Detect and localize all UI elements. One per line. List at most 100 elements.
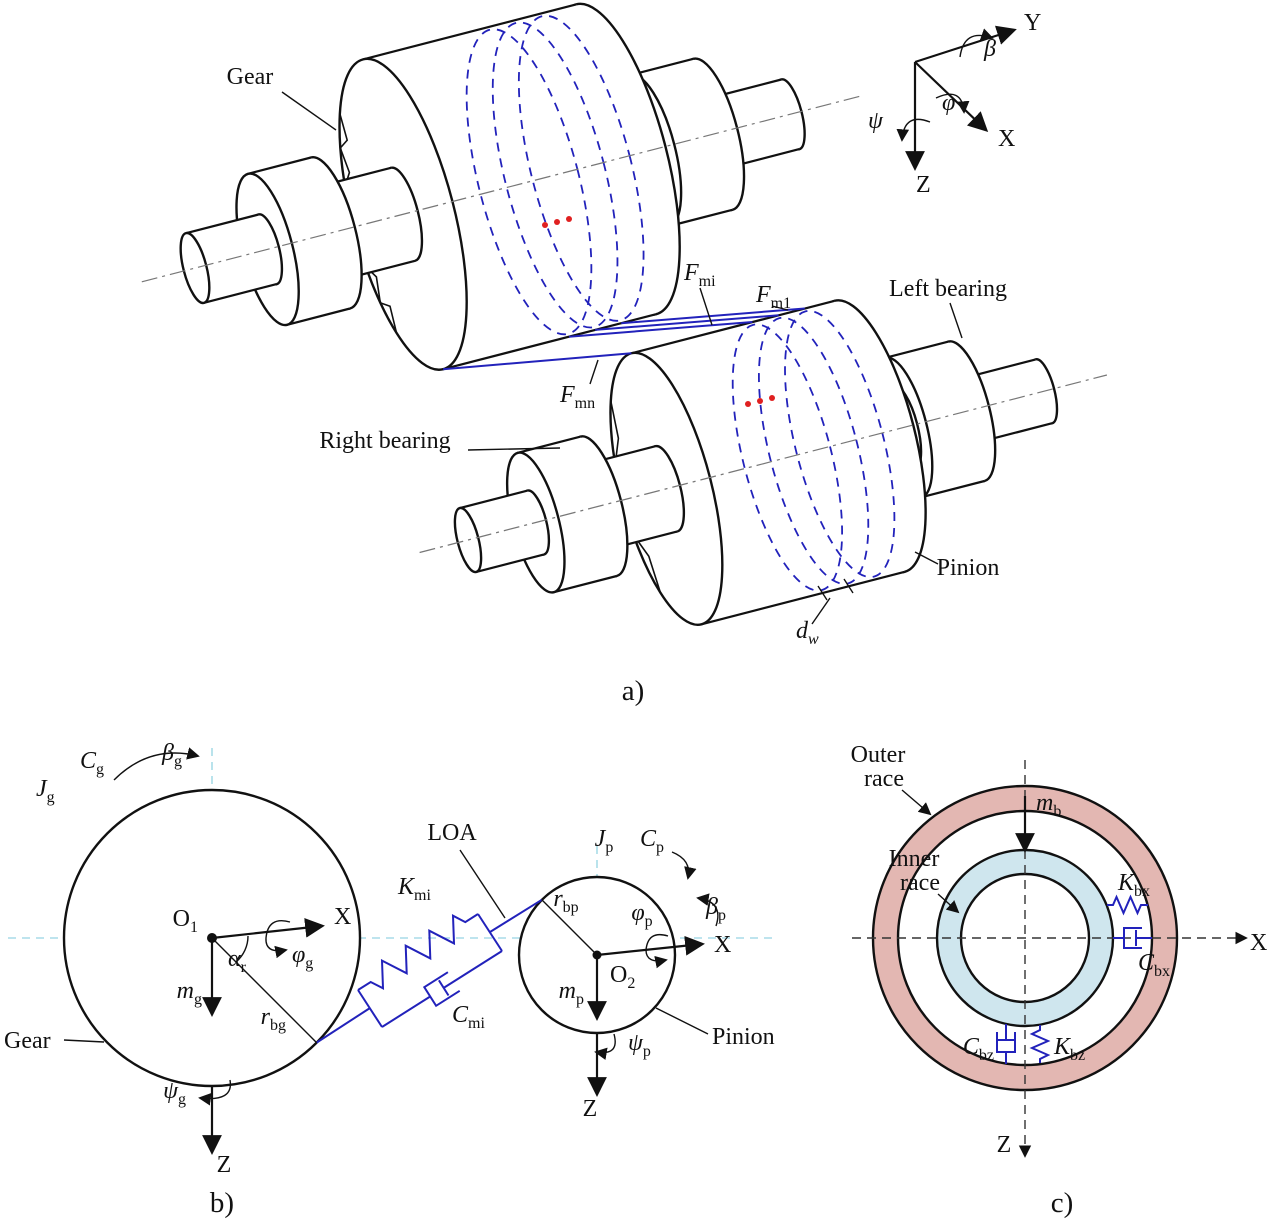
bearing-x-label: X — [1250, 930, 1267, 956]
k-bx-spring — [1107, 894, 1148, 916]
right-bearing-leader — [467, 447, 561, 451]
dw-label: dw — [796, 618, 819, 648]
o1-label: O1 — [173, 906, 198, 936]
z-axis-label: Z — [916, 172, 931, 198]
mesh-force-lines — [443, 307, 805, 371]
phi-g-label: φg — [292, 942, 313, 972]
panel-c: X Z mb Kbx Cbx Cbz Kbz Outer race In — [851, 742, 1268, 1219]
panel-b: LOA Kmi Cmi Jg Cg βg O1 X φg αr mg rbg ψ… — [4, 740, 775, 1219]
beta-p-rotation-arrow — [696, 893, 719, 927]
x-axis-label: X — [998, 126, 1015, 152]
r-bg-line — [211, 937, 318, 1044]
right-bearing-label: Right bearing — [319, 428, 450, 454]
pinion-x-label: X — [714, 932, 731, 958]
mesh-spring — [357, 913, 479, 991]
left-bearing-label: Left bearing — [889, 276, 1007, 302]
gear-x-label: X — [334, 904, 351, 930]
psi-p-label: ψp — [628, 1030, 651, 1060]
pinion-b-leader — [655, 1007, 709, 1035]
beta-rotation-arrow — [959, 28, 994, 58]
f-mi-leader — [699, 287, 713, 326]
f-m1-leader — [771, 305, 789, 311]
phi-p-label: φp — [631, 900, 652, 930]
pinion-x-axis — [596, 935, 705, 957]
gear-shaft-assembly — [141, 2, 864, 371]
phi-p-rotation-arrow — [645, 933, 669, 969]
psi-label: ψ — [868, 108, 884, 134]
k-bx-label: Kbx — [1117, 870, 1150, 900]
c-bx-damper — [1113, 927, 1152, 949]
r-bp-label: rbp — [553, 886, 578, 916]
c-bz-damper — [996, 1024, 1016, 1064]
inner-race-label-line2: race — [900, 870, 940, 896]
phi-g-rotation-arrow — [265, 920, 291, 959]
c-bz-label: Cbz — [963, 1034, 994, 1064]
psi-p-rotation-arrow — [594, 1033, 616, 1060]
pinion-label-leader — [914, 551, 939, 565]
left-bearing-leader — [949, 302, 963, 339]
y-axis-label: Y — [1024, 10, 1041, 36]
r-bg-label: rbg — [261, 1004, 286, 1034]
gear-z-label: Z — [217, 1152, 232, 1178]
m-g-label: mg — [177, 978, 202, 1008]
y-axis-arrow — [914, 25, 1017, 64]
c-p-label: Cp — [640, 826, 664, 856]
beta-p-label: βp — [705, 894, 726, 924]
gear-label-leader — [281, 91, 337, 131]
psi-g-rotation-arrow — [198, 1079, 232, 1106]
pinion-shaft-assembly — [419, 299, 1108, 627]
j-g-label: Jg — [36, 776, 55, 806]
phi-label: φ — [942, 90, 955, 116]
r-bp-line — [541, 899, 598, 956]
loa-leader — [459, 849, 506, 919]
f-m1-label: Fm1 — [755, 282, 791, 312]
psi-g-label: ψg — [163, 1078, 186, 1108]
outer-race-label-line1: Outer — [851, 742, 906, 768]
f-mn-leader — [589, 359, 599, 385]
pinion-z-label: Z — [583, 1096, 598, 1122]
dw-ticks — [811, 578, 854, 625]
inner-race-leader — [937, 893, 960, 914]
beta-g-rotation-arrow — [113, 747, 200, 781]
o2-label: O2 — [610, 962, 635, 992]
x-axis-arrow — [914, 61, 989, 133]
c-g-label: Cg — [80, 748, 104, 778]
phi-rotation-arrow — [935, 93, 970, 114]
outer-race-leader — [901, 789, 932, 816]
caption-b: b) — [210, 1187, 234, 1219]
alpha-r-label: αr — [228, 946, 247, 976]
f-mi-label: Fmi — [683, 260, 716, 290]
coordinate-frame: Y X Z β φ ψ — [868, 10, 1041, 198]
m-b-label: mb — [1036, 790, 1061, 820]
psi-rotation-arrow — [896, 118, 931, 142]
k-bz-spring — [1029, 1025, 1051, 1063]
bearing-z-label: Z — [997, 1132, 1012, 1158]
pinion-ellipsis-dots — [745, 395, 775, 407]
pinion-axis-centerline — [419, 374, 1108, 554]
gear-b-leader — [63, 1039, 105, 1043]
mesh-damper — [381, 950, 503, 1028]
c-bx-label: Cbx — [1138, 950, 1170, 980]
caption-a: a) — [622, 675, 645, 707]
gear-ellipsis-dots — [542, 216, 572, 228]
pinion-b-label: Pinion — [712, 1024, 775, 1050]
line-of-action — [316, 898, 543, 1044]
c-mi-label: Cmi — [452, 1002, 485, 1032]
j-p-label: Jp — [595, 826, 614, 856]
inner-race-label-line1: Inner — [889, 846, 940, 872]
beta-label: β — [983, 36, 996, 62]
gear-axis-centerline — [141, 94, 864, 283]
c-p-rotation-arrow — [671, 851, 697, 880]
alpha-r-arc — [235, 935, 249, 963]
outer-race-label-line2: race — [864, 766, 904, 792]
gear-b-label: Gear — [4, 1028, 51, 1054]
gear-label: Gear — [227, 64, 274, 90]
k-bz-label: Kbz — [1053, 1034, 1085, 1064]
f-mn-label: Fmn — [559, 382, 595, 412]
beta-g-label: βg — [161, 740, 182, 770]
m-p-label: mp — [559, 978, 584, 1008]
k-mi-label: Kmi — [397, 874, 431, 904]
caption-c: c) — [1051, 1187, 1074, 1219]
panel-a: Gear Left bearing Right bearing Pinion F… — [141, 2, 1108, 707]
